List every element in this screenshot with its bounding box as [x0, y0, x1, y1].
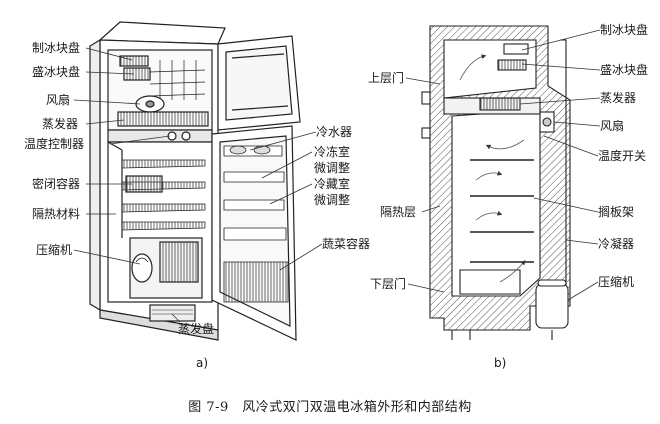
label-a-ice-tray: 制冰块盘 — [32, 41, 81, 55]
label-a-drip-tray: 蒸发盘 — [178, 322, 215, 336]
label-a-ice-box: 盛冰块盘 — [32, 65, 81, 79]
label-a-evaporator: 蒸发器 — [42, 117, 79, 131]
label-b-upper-door: 上层门 — [368, 71, 405, 85]
label-b-insulation-layer: 隔热层 — [380, 205, 417, 219]
airflow-arrows — [459, 54, 526, 283]
label-a-thermostat: 温度控制器 — [24, 137, 85, 151]
label-b-condenser: 冷凝器 — [598, 237, 635, 251]
label-a-fan: 风扇 — [46, 93, 71, 107]
label-b-lower-door: 下层门 — [370, 277, 407, 291]
label-b-ice-box: 盛冰块盘 — [600, 63, 649, 77]
label-a-fridge-adj-2: 微调整 — [314, 193, 351, 207]
fridge-exterior-drawing — [89, 21, 301, 341]
label-a-veg-container: 蔬菜容器 — [322, 237, 371, 251]
label-a-sealed-container: 密闭容器 — [32, 177, 81, 191]
label-a-compressor: 压缩机 — [36, 243, 73, 257]
label-b-temp-switch: 温度开关 — [598, 149, 647, 163]
sublabel-a: a) — [196, 356, 209, 370]
label-a-insulation: 隔热材料 — [32, 207, 81, 221]
label-b-compressor: 压缩机 — [598, 275, 635, 289]
sublabel-b: b) — [494, 356, 507, 370]
label-b-evaporator: 蒸发器 — [600, 91, 637, 105]
leader-lines-a — [73, 47, 323, 323]
label-a-water-cooler: 冷水器 — [316, 125, 353, 139]
label-b-fan: 风扇 — [600, 119, 625, 133]
fridge-section-drawing — [421, 25, 571, 340]
label-a-freezer-adj-2: 微调整 — [314, 161, 351, 175]
label-a-freezer-adj-1: 冷冻室 — [314, 145, 351, 159]
label-b-shelf: 搁板架 — [598, 205, 635, 219]
label-b-ice-tray: 制冰块盘 — [600, 23, 649, 37]
leader-lines-b — [405, 29, 601, 301]
label-a-fridge-adj-1: 冷藏室 — [314, 177, 351, 191]
figure-caption: 图 7-9 风冷式双门双温电冰箱外形和内部结构 — [188, 400, 472, 415]
